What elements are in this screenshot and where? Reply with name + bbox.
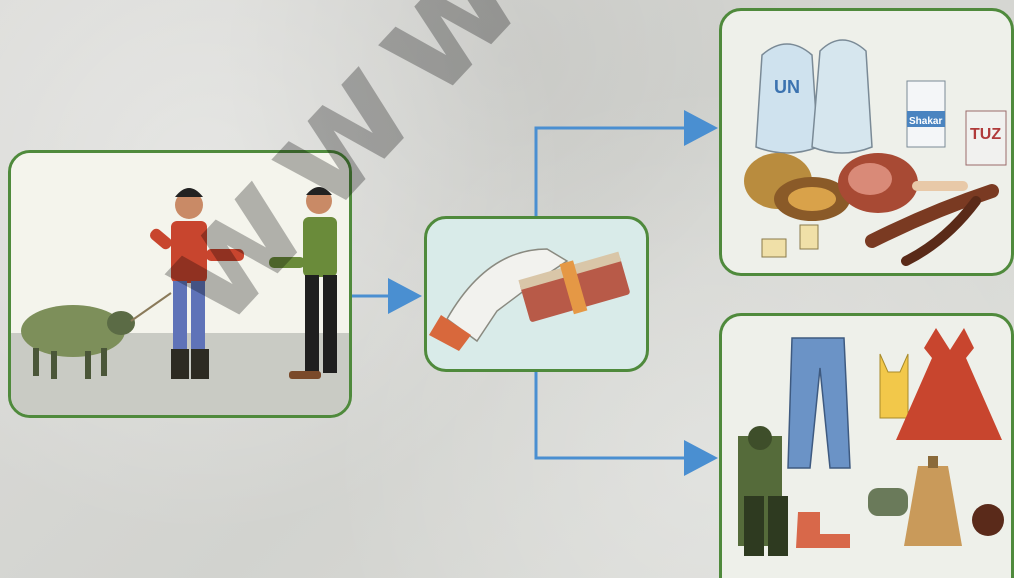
banknote-bundle-icon [518,251,630,322]
food-illustration: UN Shakar TUZ [744,39,1007,266]
food-goods-panel: UN Shakar TUZ [719,8,1014,276]
tank-top-icon [879,353,909,419]
ham-icon [838,153,968,213]
sugar-box-icon: Shakar [906,80,946,148]
arrow-money-to-food-line [534,126,686,216]
sack-label: UN [774,77,800,97]
money-panel [424,216,649,372]
trade-scene-illustration [11,153,349,415]
dress-icon [896,328,1002,440]
arrow-head-food [684,110,718,146]
second-sack-icon [811,39,873,154]
clothing-illustration [738,328,1004,556]
thread-spool-icon [868,456,1004,546]
salt-label: TUZ [970,126,1001,143]
salt-box-icon: TUZ [965,110,1007,166]
sugar-label: Shakar [909,116,942,127]
boot-icon [796,512,850,548]
arrow-head-clothes [684,440,718,476]
money-illustration [429,248,630,351]
trousers-icon [744,496,788,556]
flour-sack-icon: UN [755,43,819,154]
seller-figure-icon [149,188,244,379]
trade-scene-panel [8,150,352,418]
sausage-icon [865,184,999,266]
bread-icon [744,153,850,221]
jeans-icon [787,337,851,469]
arrow-money-to-clothes-line [534,372,686,460]
sheep-icon [21,305,135,379]
butter-icon [761,224,819,258]
clothing-goods-panel [719,313,1014,578]
buyer-figure-icon [269,187,337,379]
arrow-head-money [388,278,422,314]
